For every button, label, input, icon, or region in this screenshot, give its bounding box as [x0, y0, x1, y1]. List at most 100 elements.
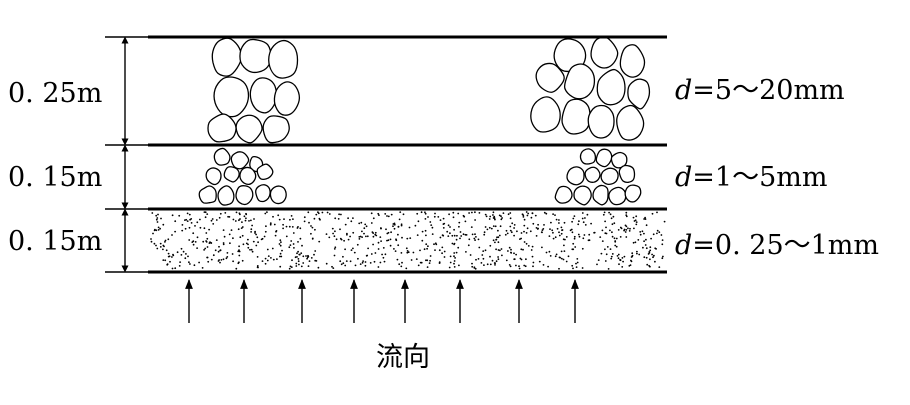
sand-grain [204, 247, 207, 250]
sand-grain [549, 255, 552, 257]
sand-grain [470, 226, 473, 229]
sand-grain [527, 245, 530, 247]
sand-grain [656, 229, 659, 232]
sand-grain [419, 249, 421, 252]
sand-grain [593, 231, 596, 234]
sand-grain [497, 229, 499, 232]
sand-grain [364, 261, 367, 263]
sand-grain [241, 259, 244, 262]
sand-grain [204, 216, 207, 219]
medium-stone [223, 166, 240, 183]
sand-grain [615, 245, 618, 248]
sand-grain [199, 218, 201, 221]
coarse-stone [535, 62, 565, 93]
sand-grain [167, 255, 170, 258]
medium-gravel-right [554, 148, 642, 206]
sand-grain [206, 246, 209, 248]
sand-grain [610, 217, 613, 220]
coarse-stone [596, 68, 626, 106]
sand-grain [393, 222, 396, 225]
flow-arrows [185, 279, 579, 323]
sand-grain [356, 243, 359, 246]
sand-grain [648, 264, 650, 267]
sand-grain [604, 248, 606, 251]
thickness-label-coarse: 0. 25m [8, 78, 102, 109]
medium-stone [608, 186, 627, 206]
sand-grain [558, 234, 561, 237]
sand-grain [482, 257, 485, 260]
sand-grain [245, 212, 247, 215]
sand-grain [374, 233, 377, 236]
sand-grain [257, 241, 259, 244]
sand-grain [357, 257, 359, 260]
sand-grain [644, 218, 647, 221]
sand-grain [269, 223, 272, 226]
sand-grain [516, 230, 518, 233]
sand-grain [569, 229, 572, 232]
sand-grain [340, 213, 342, 216]
sand-grain [238, 249, 240, 252]
sand-grain [625, 229, 628, 231]
sand-grain [605, 253, 608, 256]
sand-grain [495, 248, 497, 251]
sand-grain [629, 227, 631, 230]
sand-grain [210, 258, 213, 261]
sand-grain [631, 252, 634, 255]
sand-grain [281, 249, 283, 252]
sand-grain [297, 226, 299, 228]
sand-grain [485, 215, 488, 218]
sand-grain [526, 227, 529, 230]
medium-stone [579, 148, 597, 165]
sand-grain [164, 241, 166, 243]
sand-grain [567, 255, 570, 258]
sand-grain [571, 264, 574, 267]
coarse-stone [213, 76, 250, 118]
sand-grain [558, 231, 560, 234]
sand-grain [575, 266, 578, 268]
sand-grain [331, 227, 334, 230]
sand-grain [362, 260, 364, 262]
sand-grain [366, 254, 369, 257]
sand-grain [474, 211, 476, 214]
sand-grain [424, 229, 427, 232]
sand-grain [206, 213, 209, 216]
sand-grain [222, 229, 225, 232]
sand-grain [188, 261, 190, 264]
sand-grain [204, 211, 207, 214]
sand-grain [614, 240, 617, 243]
sand-grain [264, 257, 267, 260]
sand-grain [459, 237, 461, 240]
sand-grain [374, 231, 377, 234]
sand-grain [303, 216, 306, 219]
sand-grain [328, 213, 331, 215]
sand-grain [521, 213, 524, 216]
sand-grain [486, 263, 489, 266]
sand-grain [272, 215, 274, 218]
sand-grain [156, 247, 159, 250]
sand-grain [238, 212, 241, 215]
sand-grain [231, 253, 234, 255]
sand-grain [307, 211, 310, 214]
sand-grain [310, 257, 313, 259]
sand-grain [619, 236, 622, 238]
sand-grain [155, 229, 158, 232]
grain-range: =0. 25～1mm [692, 230, 879, 261]
grain-label-sand: d=0. 25～1mm [675, 230, 879, 261]
sand-grain [455, 238, 458, 241]
sand-grain [298, 263, 300, 266]
sand-grain [527, 212, 530, 215]
sand-grain [525, 211, 528, 213]
sand-grain [169, 260, 171, 263]
sand-grain [390, 231, 392, 234]
sand-grain [300, 265, 303, 268]
sand-grain [531, 212, 534, 215]
sand-grain [243, 215, 246, 218]
sand-grain [414, 224, 417, 227]
sand-grain [349, 260, 352, 263]
sand-grain [573, 237, 576, 240]
sand-grain [603, 211, 606, 214]
sand-grain [478, 246, 481, 249]
sand-grain [498, 234, 501, 237]
sand-grain [377, 212, 380, 215]
sand-grain [609, 213, 612, 216]
